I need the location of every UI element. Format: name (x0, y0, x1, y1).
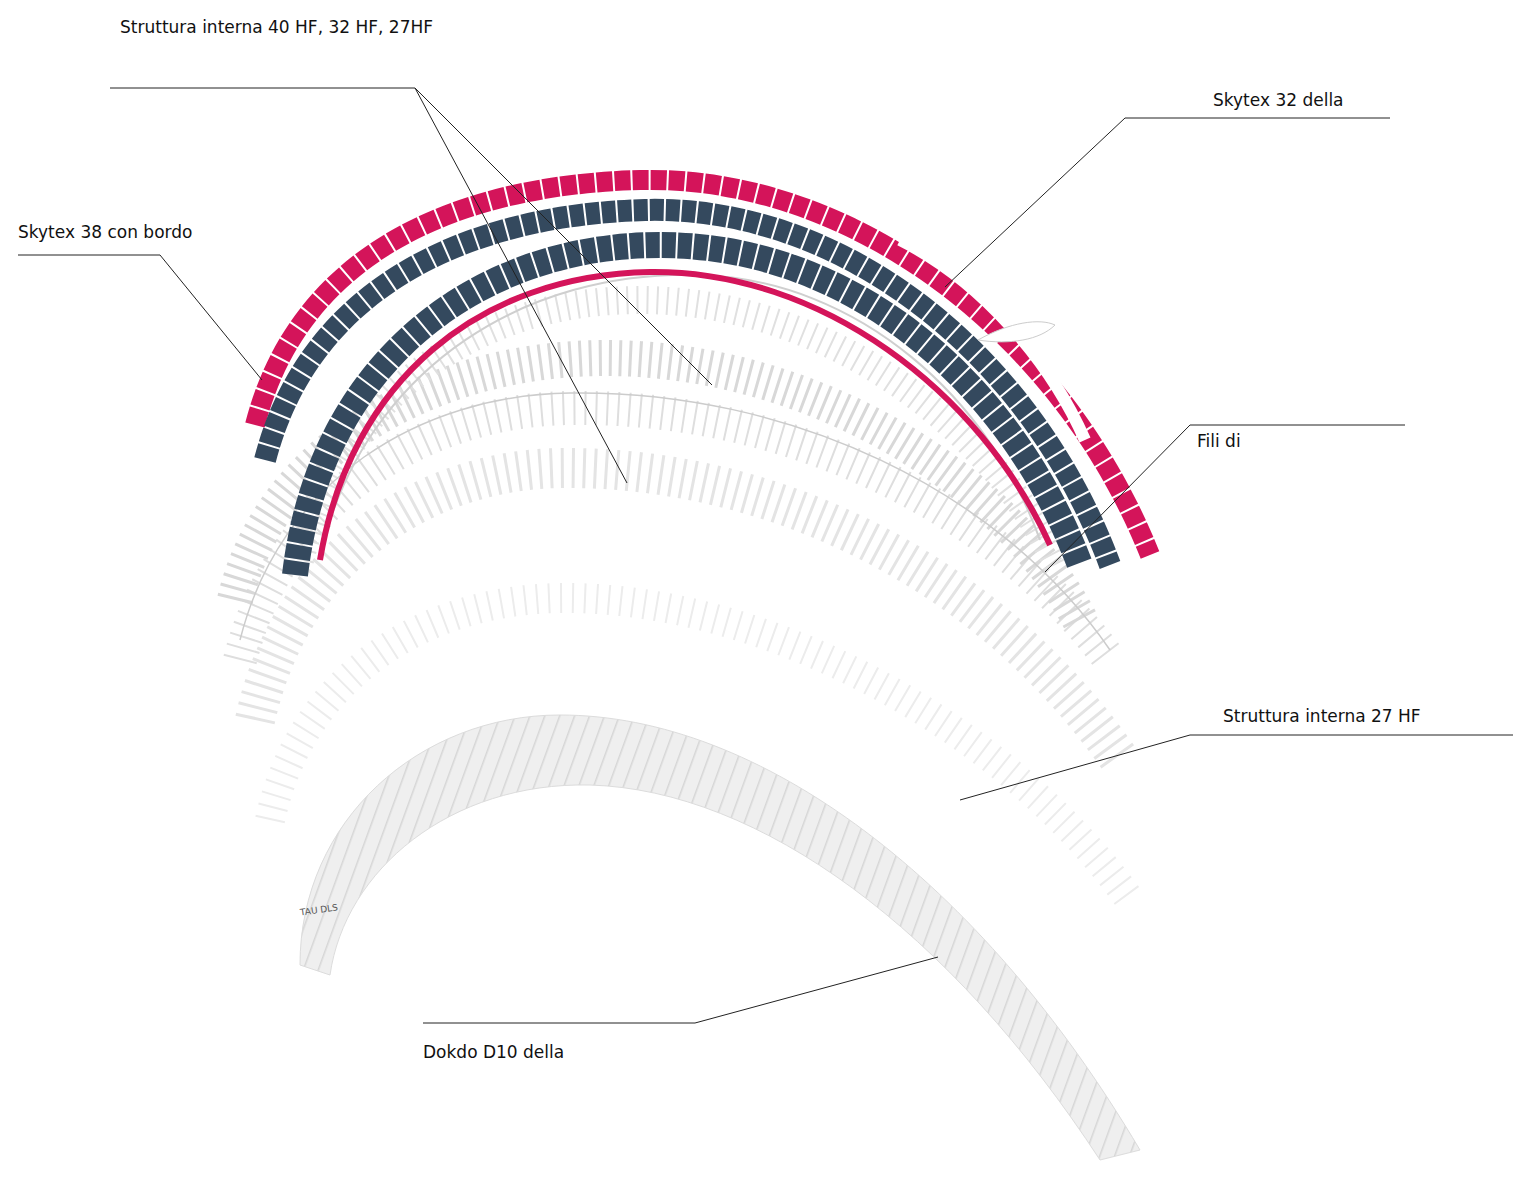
bottom-surface (300, 715, 1140, 1160)
part-label: Skytex 32 della (1213, 90, 1344, 110)
part-label: Struttura interna 27 HF (1223, 706, 1421, 726)
part-label: Struttura interna 40 HF, 32 HF, 27HF (120, 17, 433, 37)
logo-text: TAU DLS (299, 902, 338, 918)
part-label: Dokdo D10 della (423, 1042, 564, 1062)
part-label: Skytex 38 con bordo (18, 222, 192, 242)
leader-lines (18, 88, 1513, 1023)
top-surface (255, 180, 1150, 575)
part-label: Fili di (1197, 431, 1241, 451)
